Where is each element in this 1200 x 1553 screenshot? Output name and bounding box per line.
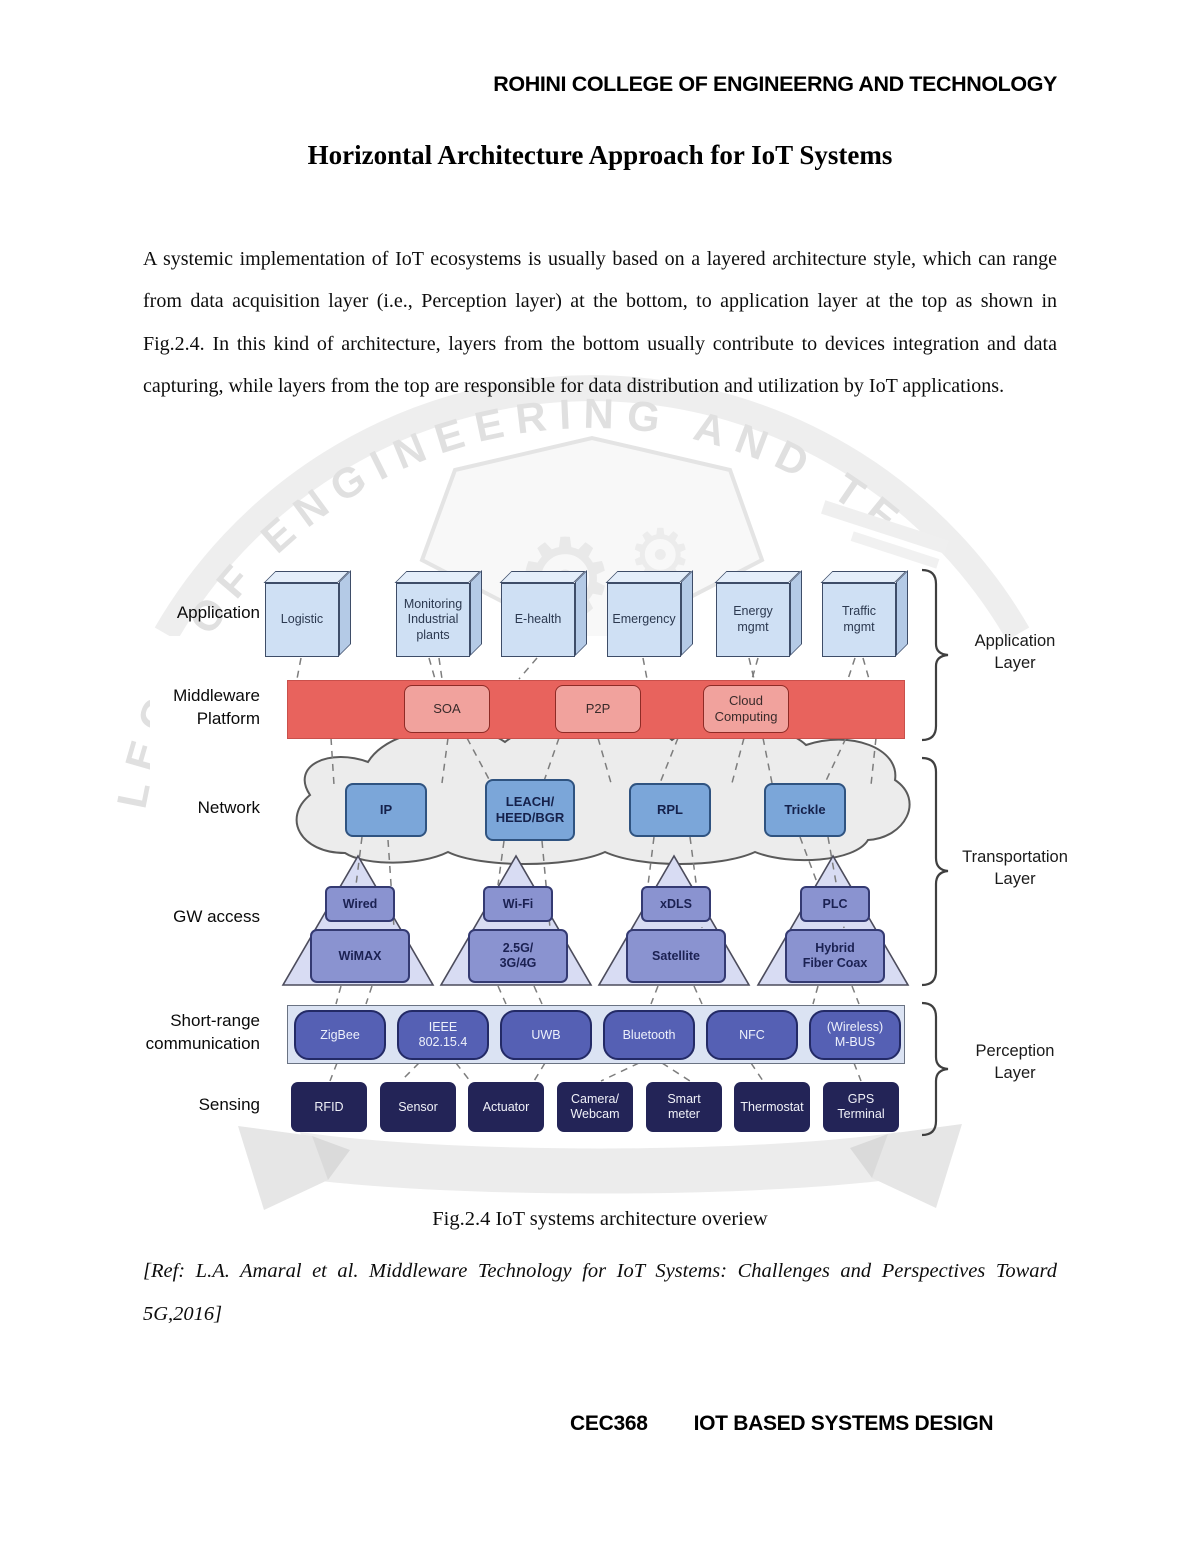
short-range-box: (Wireless) M-BUS [809,1010,901,1060]
short-range-box: UWB [500,1010,592,1060]
figure-caption: Fig.2.4 IoT systems architecture overiew [432,1208,768,1230]
row-label-application: Application [176,603,260,622]
course-title: IOT BASED SYSTEMS DESIGN [693,1412,994,1435]
gw-bottom-box: Satellite [626,929,726,983]
row-label-gw-access: GW access [173,907,260,926]
layer-label-transportation: Transportation Layer [962,848,1068,889]
application-box: Energy mgmt [716,583,790,657]
watermark-ribbon [238,1124,962,1210]
sensing-box: GPS Terminal [823,1082,899,1132]
network-box: RPL [629,783,711,837]
application-box: E-health [501,583,575,657]
institution-header: ROHINI COLLEGE OF ENGINEERNG AND TECHNOL… [493,72,1057,96]
dashed-connectors [296,657,877,1082]
gw-top-box: xDLS [641,886,711,922]
body-paragraph: A systemic implementation of IoT ecosyst… [143,248,1057,398]
application-box: Logistic [265,583,339,657]
sensing-box: Sensor [380,1082,456,1132]
gw-bottom-box: 2.5G/ 3G/4G [468,929,568,983]
sensing-box: Thermostat [734,1082,810,1132]
middleware-box: P2P [555,685,641,733]
row-label-sensing: Sensing [198,1095,260,1114]
network-cloud [295,719,911,865]
gw-bottom-box: Hybrid Fiber Coax [785,929,885,983]
row-label-network: Network [197,798,260,817]
figure-reference: [Ref: L.A. Amaral et al. Middleware Tech… [143,1260,1057,1326]
course-code: CEC368 [570,1412,648,1435]
transportation-layer-brace [921,756,949,987]
short-range-box: NFC [706,1010,798,1060]
network-box: Trickle [764,783,846,837]
application-layer-brace [921,568,949,742]
gw-top-box: PLC [800,886,870,922]
gw-bottom-box: WiMAX [310,929,410,983]
sensing-box: RFID [291,1082,367,1132]
row-label-middleware: Middleware Platform [173,686,260,728]
page-title: Horizontal Architecture Approach for IoT… [307,140,893,170]
network-box: LEACH/ HEED/BGR [485,779,575,841]
middleware-box: SOA [404,685,490,733]
layer-braces [921,568,949,1137]
short-range-bar [287,1005,905,1064]
sensing-box: Camera/ Webcam [557,1082,633,1132]
layer-label-application: Application Layer [974,632,1056,673]
short-range-box: IEEE 802.15.4 [397,1010,489,1060]
sensing-box: Actuator [468,1082,544,1132]
application-box: Traffic mgmt [822,583,896,657]
gw-top-box: Wi-Fi [483,886,553,922]
page-footer: CEC368 IOT BASED SYSTEMS DESIGN [570,1412,994,1436]
sensing-box: Smart meter [646,1082,722,1132]
layer-label-perception: Perception Layer [975,1042,1055,1083]
row-label-short-range: Short-range communication [145,1011,260,1053]
application-box: Monitoring Industrial plants [396,583,470,657]
network-box: IP [345,783,427,837]
middleware-box: Cloud Computing [703,685,789,733]
short-range-box: ZigBee [294,1010,386,1060]
application-box: Emergency [607,583,681,657]
perception-layer-brace [921,1001,949,1137]
gw-top-box: Wired [325,886,395,922]
short-range-box: Bluetooth [603,1010,695,1060]
